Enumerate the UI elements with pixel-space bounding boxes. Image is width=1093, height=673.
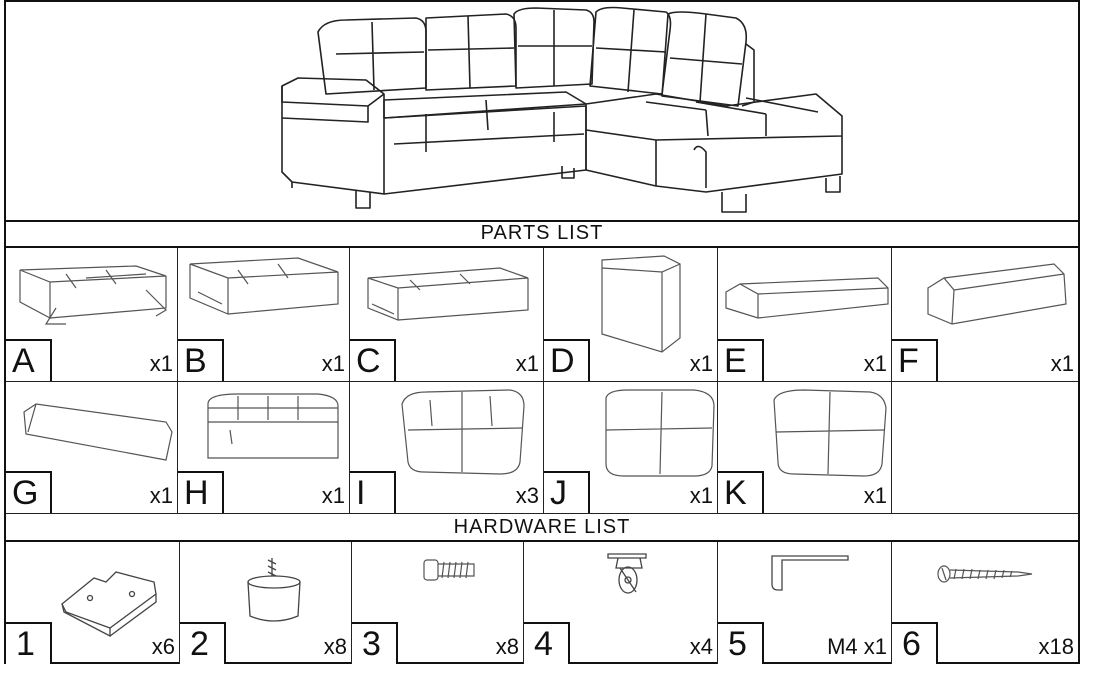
part-letter: C (350, 339, 396, 381)
part-letter: K (718, 471, 764, 513)
back-rail-icon (725, 277, 889, 319)
hardware-cell-2: 2 x8 (180, 542, 352, 664)
hardware-cell-1: 1 x6 (6, 542, 180, 664)
back-cushion-icon (773, 389, 887, 477)
part-quantity: x1 (321, 483, 345, 508)
part-cell-f: F x1 (892, 248, 1078, 382)
part-quantity: x1 (321, 351, 345, 376)
part-quantity: x1 (863, 483, 887, 508)
part-cell-k: K x1 (718, 382, 892, 514)
part-cell-b: B x1 (178, 248, 350, 382)
bed-seat-with-storage-icon (189, 257, 339, 315)
part-quantity: x1 (863, 351, 887, 376)
hardware-quantity: M4 x1 (827, 634, 887, 659)
hardware-quantity: x8 (323, 634, 347, 659)
part-letter: I (350, 471, 396, 513)
screw-icon (937, 565, 1033, 583)
storage-ottoman-icon (207, 393, 339, 459)
part-quantity: x1 (149, 483, 173, 508)
hardware-list-heading: HARDWARE LIST (6, 514, 1078, 542)
hardware-cell-5: 5 M4 x1 (718, 542, 892, 664)
hardware-quantity: x18 (1038, 634, 1074, 659)
back-cushion-icon (605, 389, 715, 477)
back-cushion-icon (401, 389, 525, 475)
part-cell-c: C x1 (350, 248, 544, 382)
part-cell-e: E x1 (718, 248, 892, 382)
bolt-icon (423, 559, 475, 581)
assembly-sheet: PARTS LIST A x1 B x1 C x1 D x1 E x1 F x1… (4, 0, 1080, 664)
pull-out-drawer-seat-icon (367, 267, 529, 321)
part-cell-j: J x1 (544, 382, 718, 514)
hardware-number: 6 (892, 622, 938, 664)
part-letter: G (6, 471, 52, 513)
part-letter: F (892, 339, 938, 381)
bracket-icon (61, 571, 157, 638)
hardware-quantity: x6 (151, 634, 175, 659)
part-quantity: x1 (689, 351, 713, 376)
hardware-number: 4 (524, 622, 570, 664)
part-letter: H (178, 471, 224, 513)
part-quantity: x1 (689, 483, 713, 508)
hardware-number: 3 (352, 622, 398, 664)
hardware-cell-3: 3 x8 (352, 542, 524, 664)
hardware-cell-6: 6 x18 (892, 542, 1078, 664)
hardware-number: 2 (180, 622, 226, 664)
part-cell-empty (892, 382, 1078, 514)
part-quantity: x1 (515, 351, 539, 376)
part-letter: J (544, 471, 590, 513)
hardware-number: 5 (718, 622, 764, 664)
part-cell-g: G x1 (6, 382, 178, 514)
part-quantity: x1 (149, 351, 173, 376)
part-quantity: x3 (515, 483, 539, 508)
part-cell-a: A x1 (6, 248, 178, 382)
hardware-number: 1 (6, 622, 52, 664)
hardware-quantity: x4 (689, 634, 713, 659)
part-quantity: x1 (1050, 351, 1074, 376)
part-letter: B (178, 339, 224, 381)
part-letter: A (6, 339, 52, 381)
pull-out-bed-seat-icon (19, 265, 167, 325)
sofa-drawing (281, 6, 843, 213)
parts-list-heading: PARTS LIST (6, 220, 1078, 248)
part-cell-d: D x1 (544, 248, 718, 382)
allen-key-icon (771, 555, 849, 591)
back-rail-icon (927, 263, 1067, 325)
part-letter: D (544, 339, 590, 381)
back-rail-icon (23, 403, 173, 461)
caster-wheel-icon (607, 553, 647, 594)
leg-icon (247, 558, 301, 622)
part-letter: E (718, 339, 764, 381)
armrest-icon (601, 255, 681, 353)
part-cell-h: H x1 (178, 382, 350, 514)
hardware-quantity: x8 (495, 634, 519, 659)
part-cell-i: I x3 (350, 382, 544, 514)
hardware-cell-4: 4 x4 (524, 542, 718, 664)
sectional-sofa-illustration (6, 2, 1078, 222)
